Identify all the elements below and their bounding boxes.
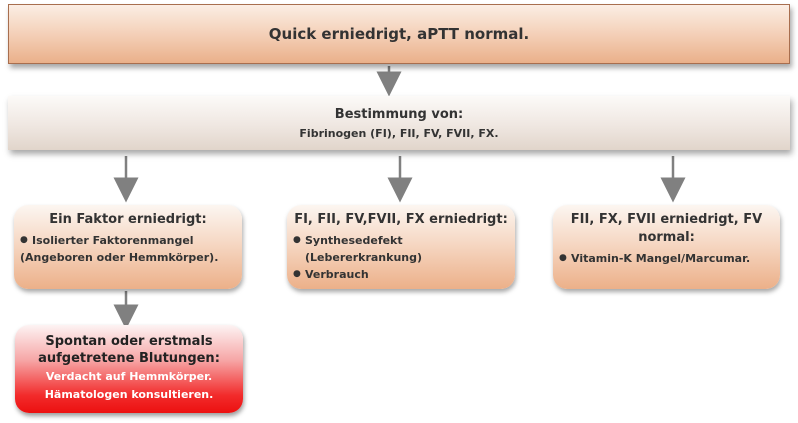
determination-box: Bestimmung von: Fibrinogen (FI), FII, FV…: [8, 96, 790, 150]
determination-subtitle: Fibrinogen (FI), FII, FV, FVII, FX.: [299, 127, 499, 140]
bleeding-alert-node: Spontan oder erstmals aufgetretene Blutu…: [15, 325, 243, 413]
vitamin-k-bullet: Vitamin-K Mangel/Marcumar.: [559, 250, 774, 267]
top-condition-text: Quick erniedrigt, aPTT normal.: [268, 25, 530, 43]
vitamin-k-node: FII, FX, FVII erniedrigt, FV normal: Vit…: [553, 205, 780, 289]
alert-line3: Verdacht auf Hemmkörper.: [45, 370, 213, 383]
determination-title: Bestimmung von:: [334, 107, 464, 122]
multi-factor-title: FI, FII, FV,FVII, FX erniedrigt:: [294, 212, 508, 227]
alert-line4: Hämatologen konsultieren.: [44, 388, 214, 401]
multi-factor-bullet-consumption: Verbrauch: [293, 266, 509, 283]
single-factor-bullet: Isolierter Faktorenmangel: [20, 232, 236, 249]
multi-factor-continuation: (Lebererkrankung): [305, 251, 423, 264]
single-factor-continuation: (Angeboren oder Hemmkörper).: [20, 251, 219, 264]
single-factor-node: Ein Faktor erniedrigt: Isolierter Faktor…: [14, 205, 242, 289]
multi-factor-bullet-synthesis: Synthesedefekt: [293, 232, 509, 249]
vitamin-k-title-line2: normal:: [638, 230, 695, 245]
top-condition-box: Quick erniedrigt, aPTT normal.: [8, 4, 790, 64]
vitamin-k-title-line1: FII, FX, FVII erniedrigt, FV: [570, 212, 763, 227]
alert-line2: aufgetretene Blutungen:: [38, 351, 220, 366]
alert-line1: Spontan oder erstmals: [45, 334, 213, 349]
multi-factor-node: FI, FII, FV,FVII, FX erniedrigt: Synthes…: [287, 205, 515, 289]
single-factor-title: Ein Faktor erniedrigt:: [49, 212, 207, 227]
